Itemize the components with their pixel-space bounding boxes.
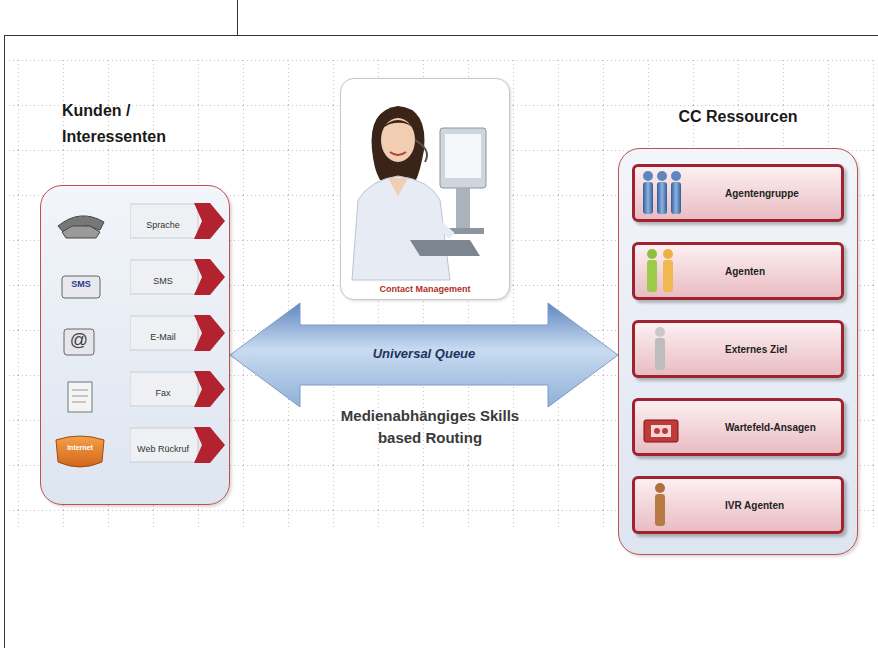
contact-label: Contact Management xyxy=(341,284,509,294)
frame-line xyxy=(4,35,5,648)
resource-label: Agenten xyxy=(725,245,835,297)
internet-icon-text: Internet xyxy=(56,444,104,451)
resource-label: Wartefeld-Ansagen xyxy=(725,401,835,453)
resource-box: Agenten xyxy=(632,242,844,300)
channel-label: Web Rückruf xyxy=(132,426,194,472)
channel-arrow xyxy=(130,370,225,408)
group-panel: CC RessourcenAgentengruppeAgentenExterne… xyxy=(618,104,858,555)
sms-icon-text: SMS xyxy=(62,279,100,289)
panel-heading: Kunden / Interessenten xyxy=(62,98,202,150)
channel-label: SMS xyxy=(132,258,194,304)
resource-box: Wartefeld-Ansagen xyxy=(632,398,844,456)
channel-box: Fax xyxy=(130,370,225,416)
channel-box: SMS xyxy=(130,258,225,304)
resource-label: IVR Agenten xyxy=(725,479,835,531)
channel-arrow xyxy=(130,314,225,352)
channel-arrow xyxy=(130,258,225,296)
resource-label: Agentengruppe xyxy=(725,167,835,219)
channel-label: Sprache xyxy=(132,202,194,248)
panel-heading: CC Ressourcen xyxy=(618,104,858,130)
resource-box: IVR Agenten xyxy=(632,476,844,534)
edge-label: Universal Queue xyxy=(334,346,514,361)
channel-label: E-Mail xyxy=(132,314,194,360)
resource-label: Externes Ziel xyxy=(725,323,835,375)
queue-arrow xyxy=(230,303,618,407)
channel-box: Sprache xyxy=(130,202,225,248)
resource-box: Externes Ziel xyxy=(632,320,844,378)
frame-line xyxy=(4,35,878,36)
frame-line xyxy=(237,0,238,35)
contact-box: Contact Management xyxy=(340,78,510,300)
email-icon-text: @ xyxy=(64,330,94,351)
channel-box: Web Rückruf xyxy=(130,426,225,472)
channel-box: E-Mail xyxy=(130,314,225,360)
routing-label: Medienabhängiges Skills based Routing xyxy=(330,405,530,449)
channel-label: Fax xyxy=(132,370,194,416)
resource-box: Agentengruppe xyxy=(632,164,844,222)
group-panel: Kunden / InteressentenSpracheSMS E-MailFa… xyxy=(40,98,230,505)
